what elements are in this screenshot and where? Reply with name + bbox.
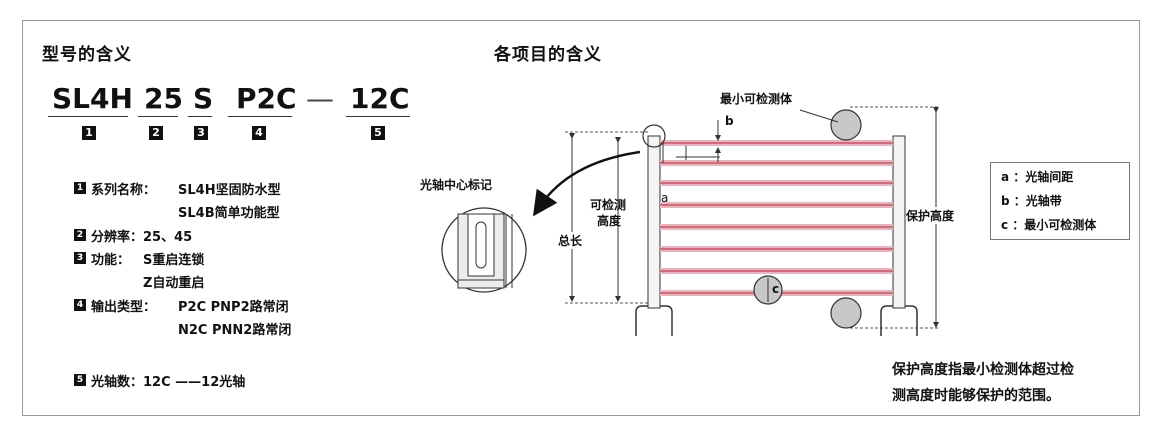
center-mark-callout [642, 124, 666, 148]
desc-function-value2: Z自动重启 [143, 276, 205, 291]
desc-function-label: 功能： [91, 253, 131, 268]
receiver-column [892, 135, 906, 309]
model-dash: — [306, 82, 334, 115]
index-box-4: 4 [252, 126, 266, 140]
legend-item-a: a ：光轴间距 [1001, 170, 1074, 184]
right-bracket-inner [880, 305, 893, 336]
desc-index-3: 3 [74, 252, 86, 264]
underline-resolution [138, 116, 178, 117]
model-part-resolution: 25 [144, 82, 183, 115]
note-line-1: 保护高度指最小检测体超过检 [892, 362, 1074, 378]
index-box-3: 3 [194, 126, 208, 140]
desc-series-value1: SL4H坚固防水型 [178, 183, 281, 198]
beam-group [660, 140, 893, 296]
underline-series [48, 116, 128, 117]
note-line-2: 测高度时能够保护的范围。 [892, 388, 1060, 404]
model-part-function: S [193, 82, 214, 115]
protect-height-label: 保护高度 [906, 207, 955, 224]
min-object-top [830, 109, 862, 141]
min-object-bottom [830, 297, 862, 329]
model-part-axes: 12C [350, 82, 410, 115]
right-bracket [905, 305, 918, 336]
desc-index-4: 4 [74, 299, 86, 311]
desc-series-label: 系列名称： [91, 183, 157, 198]
underline-function [188, 116, 212, 117]
legend-box: a ：光轴间距 b ：光轴带 c ：最小可检测体 [990, 162, 1130, 240]
label-a: a [661, 191, 669, 205]
detect-height-label-2: 高度 [597, 214, 622, 228]
left-bracket-inner [660, 305, 673, 336]
legend-item-b: b ：光轴带 [1001, 194, 1062, 208]
label-b: b [725, 114, 734, 128]
desc-output-value2: N2C PNN2路常闭 [178, 323, 292, 338]
model-meaning-heading: 型号的含义 [42, 45, 132, 65]
desc-resolution: 分辨率：25、45 [91, 230, 193, 245]
model-part-series: SL4H [52, 82, 133, 115]
index-box-5: 5 [371, 126, 385, 140]
min-object-label: 最小可检测体 [720, 92, 793, 106]
left-bracket [635, 305, 648, 336]
underline-axes [346, 116, 410, 117]
model-part-output: P2C [236, 82, 297, 115]
desc-function-value1: S重启连锁 [143, 253, 205, 268]
desc-series-value2: SL4B简单功能型 [178, 206, 280, 221]
center-mark-label: 光轴中心标记 [420, 178, 493, 192]
item-meaning-heading: 各项目的含义 [494, 45, 602, 65]
desc-index-1: 1 [74, 182, 86, 194]
desc-index-5: 5 [74, 374, 86, 386]
detail-column [457, 213, 513, 289]
index-box-1: 1 [82, 126, 96, 140]
detail-arrow [532, 150, 641, 217]
label-c: c [772, 282, 780, 296]
desc-output-value1: P2C PNP2路常闭 [178, 300, 289, 315]
total-length-label: 总长 [558, 232, 583, 249]
desc-output-label: 输出类型： [91, 300, 157, 315]
legend-item-c: c ：最小可检测体 [1001, 218, 1097, 232]
detect-height-label-1: 可检测 [590, 198, 627, 212]
emitter-column [647, 135, 661, 309]
desc-axes: 光轴数：12C ——12光轴 [91, 375, 246, 390]
desc-index-2: 2 [74, 229, 86, 241]
underline-output [228, 116, 292, 117]
index-box-2: 2 [149, 126, 163, 140]
min-object-leader [799, 109, 839, 123]
